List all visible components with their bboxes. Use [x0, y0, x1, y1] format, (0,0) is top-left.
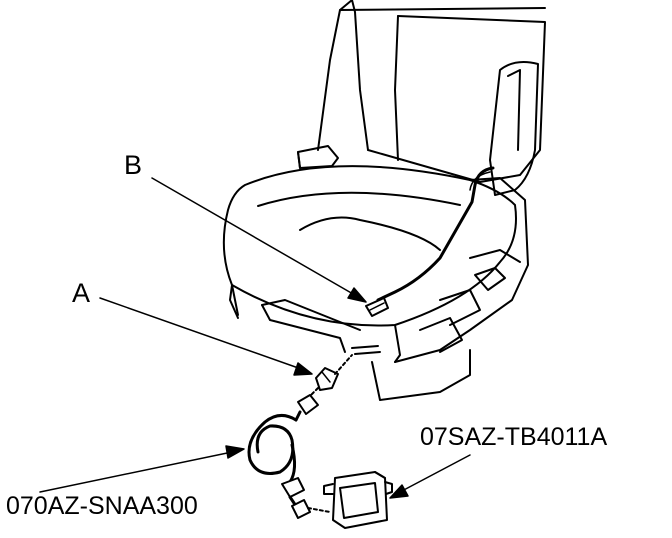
seatbelt-buckle — [297, 145, 339, 169]
seat-back — [317, 0, 546, 196]
connector-b — [365, 297, 389, 317]
test-tool-box — [323, 471, 393, 529]
seat-frame — [261, 177, 529, 401]
leader-lines — [39, 177, 471, 499]
callout-b-label: B — [124, 150, 143, 180]
sensor-harness — [376, 166, 495, 302]
seat-cushion — [222, 165, 517, 327]
harness-part-number-label: 070AZ-SNAA300 — [6, 492, 198, 520]
test-harness — [247, 387, 331, 519]
connector-a — [315, 354, 353, 391]
callout-a-label: A — [72, 278, 91, 308]
tool-part-number-label: 07SAZ-TB4011A — [420, 423, 608, 451]
